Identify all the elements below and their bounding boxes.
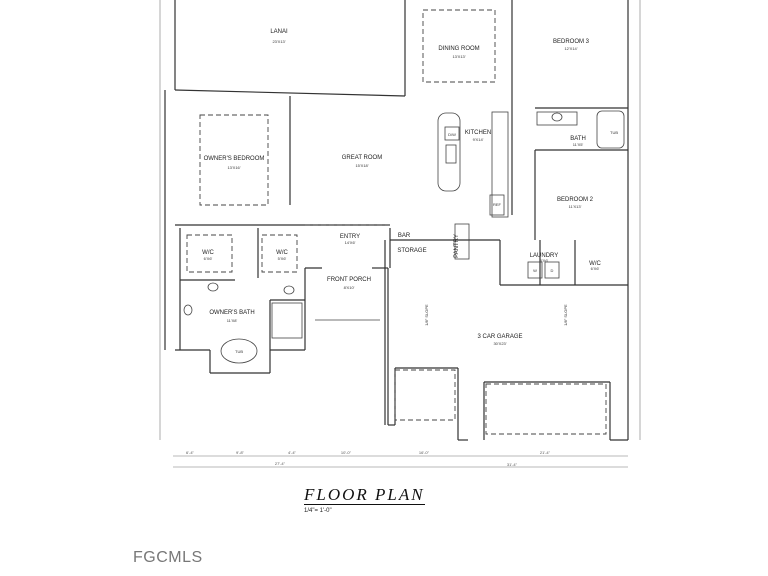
room-size-owners-bath: 11'X8'	[227, 318, 238, 323]
room-label-dining: DINING ROOM	[438, 46, 479, 52]
room-size-bedroom3: 12'X14'	[564, 46, 577, 51]
owners-tub-label: TUB	[235, 349, 243, 354]
room-label-great-room: GREAT ROOM	[342, 155, 382, 161]
room-label-bath: BATH	[570, 136, 586, 142]
garage-slope-left: 1/8" SLOPE	[424, 304, 429, 326]
room-size-lanai: 23'X13'	[272, 39, 285, 44]
ceiling-outlines	[186, 9, 607, 435]
room-size-bath: 11'X5'	[573, 142, 584, 147]
room-size-dining: 13'X13'	[452, 54, 465, 59]
room-label-entry: ENTRY	[340, 234, 360, 240]
dimension-text: 6'-4"	[186, 450, 195, 455]
room-size-front-porch: 8'X10'	[344, 285, 355, 290]
dimension-text: 9'-8"	[236, 450, 245, 455]
room-size-laundry: 8'X6'	[540, 258, 549, 263]
room-size-entry: 14'X6'	[345, 240, 356, 245]
garage-slope-right: 1/8" SLOPE	[563, 304, 568, 326]
room-label-lanai: LANAI	[270, 29, 288, 35]
room-size-wic-3: 6'X6'	[591, 266, 600, 271]
room-label-bedroom3: BEDROOM 3	[553, 39, 590, 45]
room-size-owners-bedroom: 13'X16'	[227, 165, 240, 170]
kitchen-fixtures	[183, 110, 625, 364]
dimension-text: 16'-0"	[419, 450, 430, 455]
plan-scale: 1/4"= 1'-0"	[304, 508, 332, 514]
room-label-owners-bath: OWNER'S BATH	[209, 310, 254, 316]
dimension-lines	[159, 0, 641, 468]
dryer-label: D	[551, 268, 554, 273]
dimension-text: 31'-4"	[507, 462, 518, 467]
tub-label: TUB	[610, 130, 618, 135]
room-label-storage: STORAGE	[397, 248, 426, 254]
room-label-owners-bedroom: OWNER'S BEDROOM	[204, 156, 265, 162]
room-label-bedroom2: BEDROOM 2	[557, 197, 594, 203]
room-label-wic-2: W/C	[276, 250, 288, 256]
refrigerator-label: REF	[493, 202, 502, 207]
room-label-garage: 3 CAR GARAGE	[477, 334, 522, 340]
room-label-front-porch: FRONT PORCH	[327, 277, 371, 283]
washer-label: W	[533, 268, 537, 273]
dimension-text: 21'-4"	[540, 450, 551, 455]
room-label-wic-3: W/C	[589, 261, 601, 267]
room-label-pantry: PANTRY	[454, 234, 460, 258]
room-label-kitchen: KITCHEN	[465, 130, 491, 136]
room-size-wic-1: 6'X6'	[204, 256, 213, 261]
room-size-garage: 30'X23'	[493, 341, 506, 346]
room-label-wic-1: W/C	[202, 250, 214, 256]
room-label-laundry: LAUNDRY	[530, 253, 559, 259]
watermark-logo: FGCMLS	[133, 549, 203, 566]
walls	[164, 0, 629, 441]
dimension-text: 4'-4"	[288, 450, 297, 455]
dimension-text: 10'-0"	[341, 450, 352, 455]
room-size-wic-2: 5'X6'	[278, 256, 287, 261]
room-size-kitchen: 9'X14'	[473, 137, 484, 142]
dimension-text: 27'-4"	[275, 461, 286, 466]
plan-title: FLOOR PLAN	[304, 485, 425, 505]
room-label-bar: BAR	[398, 233, 411, 239]
dishwasher-label: D/W	[448, 132, 456, 137]
room-size-great-room: 15'X18'	[355, 163, 368, 168]
room-size-bedroom2: 11'X13'	[569, 204, 582, 209]
